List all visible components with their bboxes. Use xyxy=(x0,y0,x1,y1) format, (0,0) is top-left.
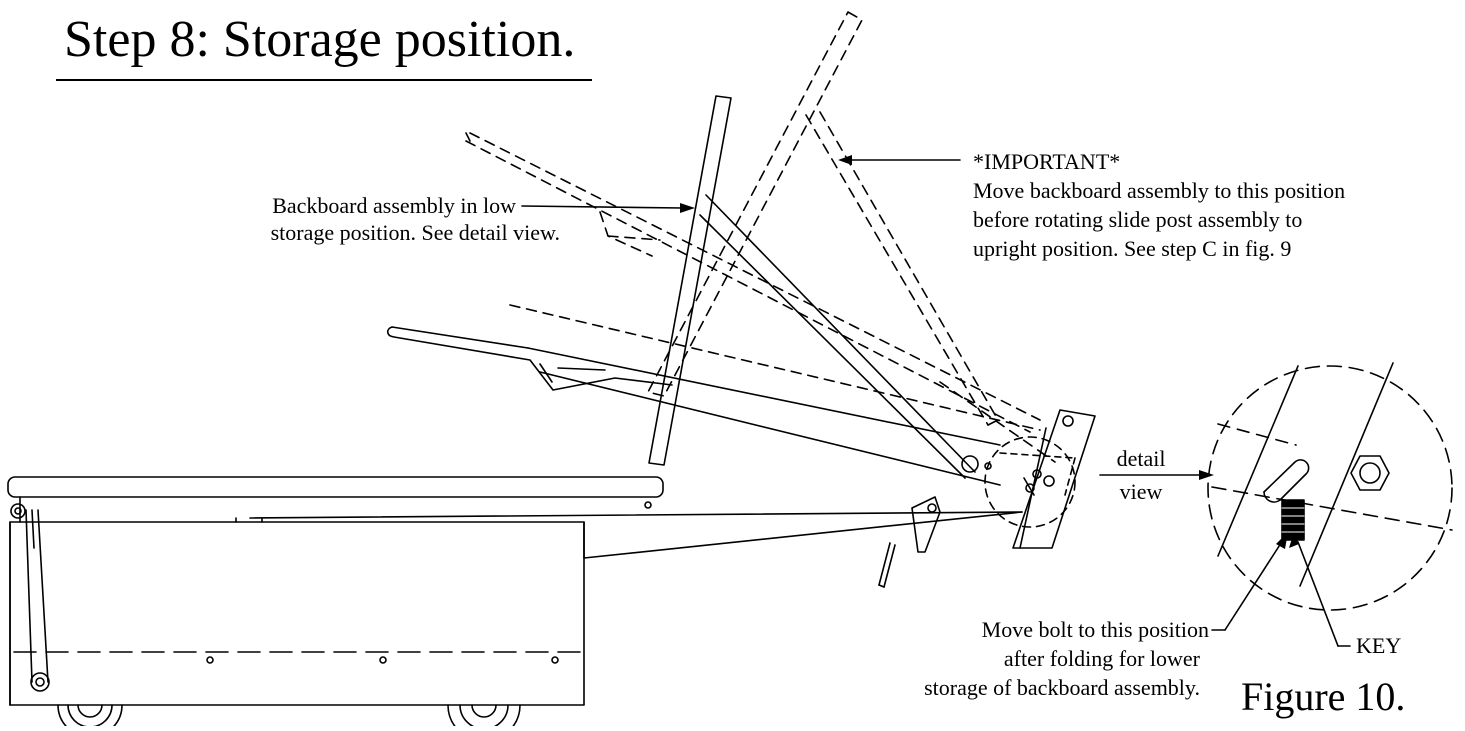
page-title: Step 8: Storage position. xyxy=(64,11,576,68)
detail-circle-small xyxy=(984,436,1076,528)
figure-caption: Figure 10. xyxy=(1241,674,1406,719)
important-line1: Move backboard assembly to this position xyxy=(973,178,1346,203)
detail-view-label-line1: detail xyxy=(1116,446,1166,471)
left-brace xyxy=(25,509,50,692)
casters xyxy=(57,704,521,731)
detail-view xyxy=(1207,362,1453,611)
important-line3: upright position. See step C in fig. 9 xyxy=(973,236,1292,261)
pivot-bracket xyxy=(999,409,1096,549)
boom-arm xyxy=(386,326,1001,486)
backboard-upright-dashed xyxy=(465,11,1056,463)
important-heading: *IMPORTANT* xyxy=(973,149,1121,174)
leader-lines xyxy=(521,159,1351,647)
key-label: KEY xyxy=(1356,633,1402,658)
detail-view-label-line2: view xyxy=(1119,479,1163,504)
bolt-callout-line1: Move bolt to this position xyxy=(981,617,1209,642)
bolt-callout-line2: after folding for lower xyxy=(1003,646,1200,671)
arrow-heads xyxy=(680,155,1299,549)
title-underline xyxy=(56,79,592,81)
important-line2: before rotating slide post assembly to xyxy=(973,207,1303,232)
backboard-low xyxy=(648,95,992,479)
bolt-callout-line3: storage of backboard assembly. xyxy=(924,675,1200,700)
backboard-callout-line1: Backboard assembly in low xyxy=(272,193,516,218)
backboard-callout-line2: storage position. See detail view. xyxy=(270,220,560,245)
latch-bracket xyxy=(878,496,941,588)
base-cart xyxy=(7,476,1023,706)
